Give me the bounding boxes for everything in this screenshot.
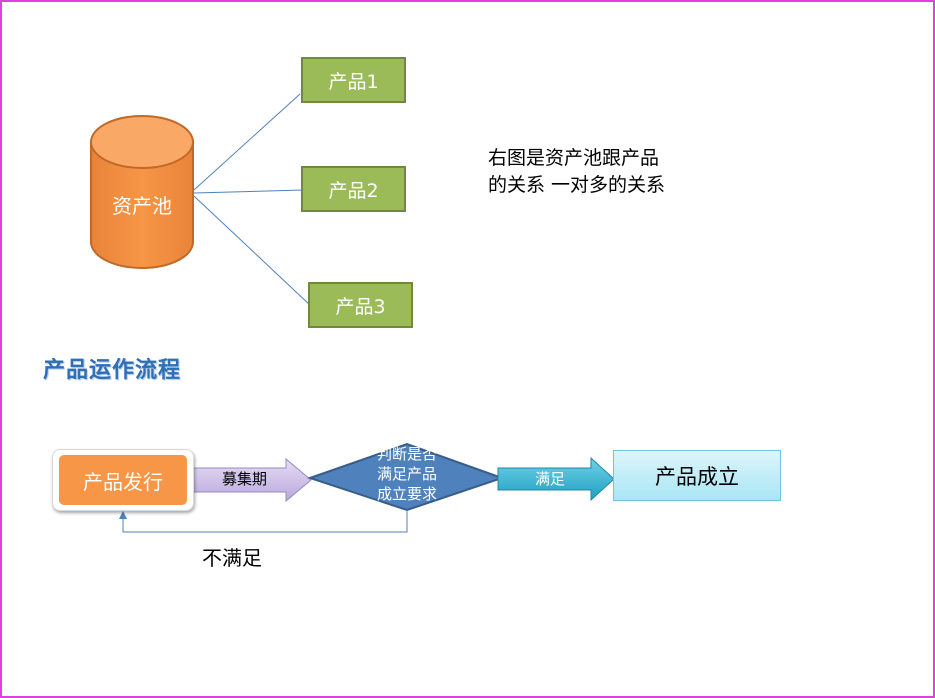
product-box-3: 产品3 — [308, 282, 413, 328]
connector-product-1 — [193, 93, 301, 191]
asset-pool-label: 资产池 — [112, 193, 172, 218]
product-established-box: 产品成立 — [613, 450, 781, 501]
not-satisfied-loop-line — [122, 511, 408, 533]
product-issue-box: 产品发行 — [52, 449, 194, 511]
relationship-note-line-2: 的关系 一对多的关系 — [488, 174, 666, 196]
relationship-note-line-1: 右图是资产池跟产品 — [488, 147, 660, 169]
product-issue-label: 产品发行 — [83, 469, 163, 494]
product-label-1: 产品1 — [328, 70, 379, 93]
connector-product-3 — [193, 195, 312, 307]
decision-label: 判断是否 满足产品 成立要求 — [352, 444, 462, 504]
product-label-3: 产品3 — [335, 295, 386, 318]
decision-label-line-2: 满足产品 — [376, 465, 437, 483]
satisfied-label: 满足 — [534, 470, 565, 488]
connector-product-2 — [193, 189, 304, 194]
decision-label-line-1: 判断是否 — [376, 445, 437, 463]
raise-period-label: 募集期 — [221, 470, 267, 488]
decision-label-line-3: 成立要求 — [376, 485, 437, 503]
product-box-2: 产品2 — [301, 166, 406, 212]
relationship-note: 右图是资产池跟产品 的关系 一对多的关系 — [488, 145, 718, 199]
product-box-1: 产品1 — [301, 57, 406, 103]
flow-section-title: 产品运作流程 — [43, 358, 182, 383]
raise-period-arrow — [192, 457, 312, 503]
product-established-label: 产品成立 — [655, 464, 739, 489]
asset-pool-cylinder — [90, 115, 194, 269]
satisfied-arrow — [497, 456, 615, 502]
not-satisfied-label: 不满足 — [202, 546, 262, 570]
product-label-2: 产品2 — [328, 179, 379, 202]
not-satisfied-arrowhead — [119, 511, 127, 519]
product-issue-inner: 产品发行 — [59, 455, 187, 505]
